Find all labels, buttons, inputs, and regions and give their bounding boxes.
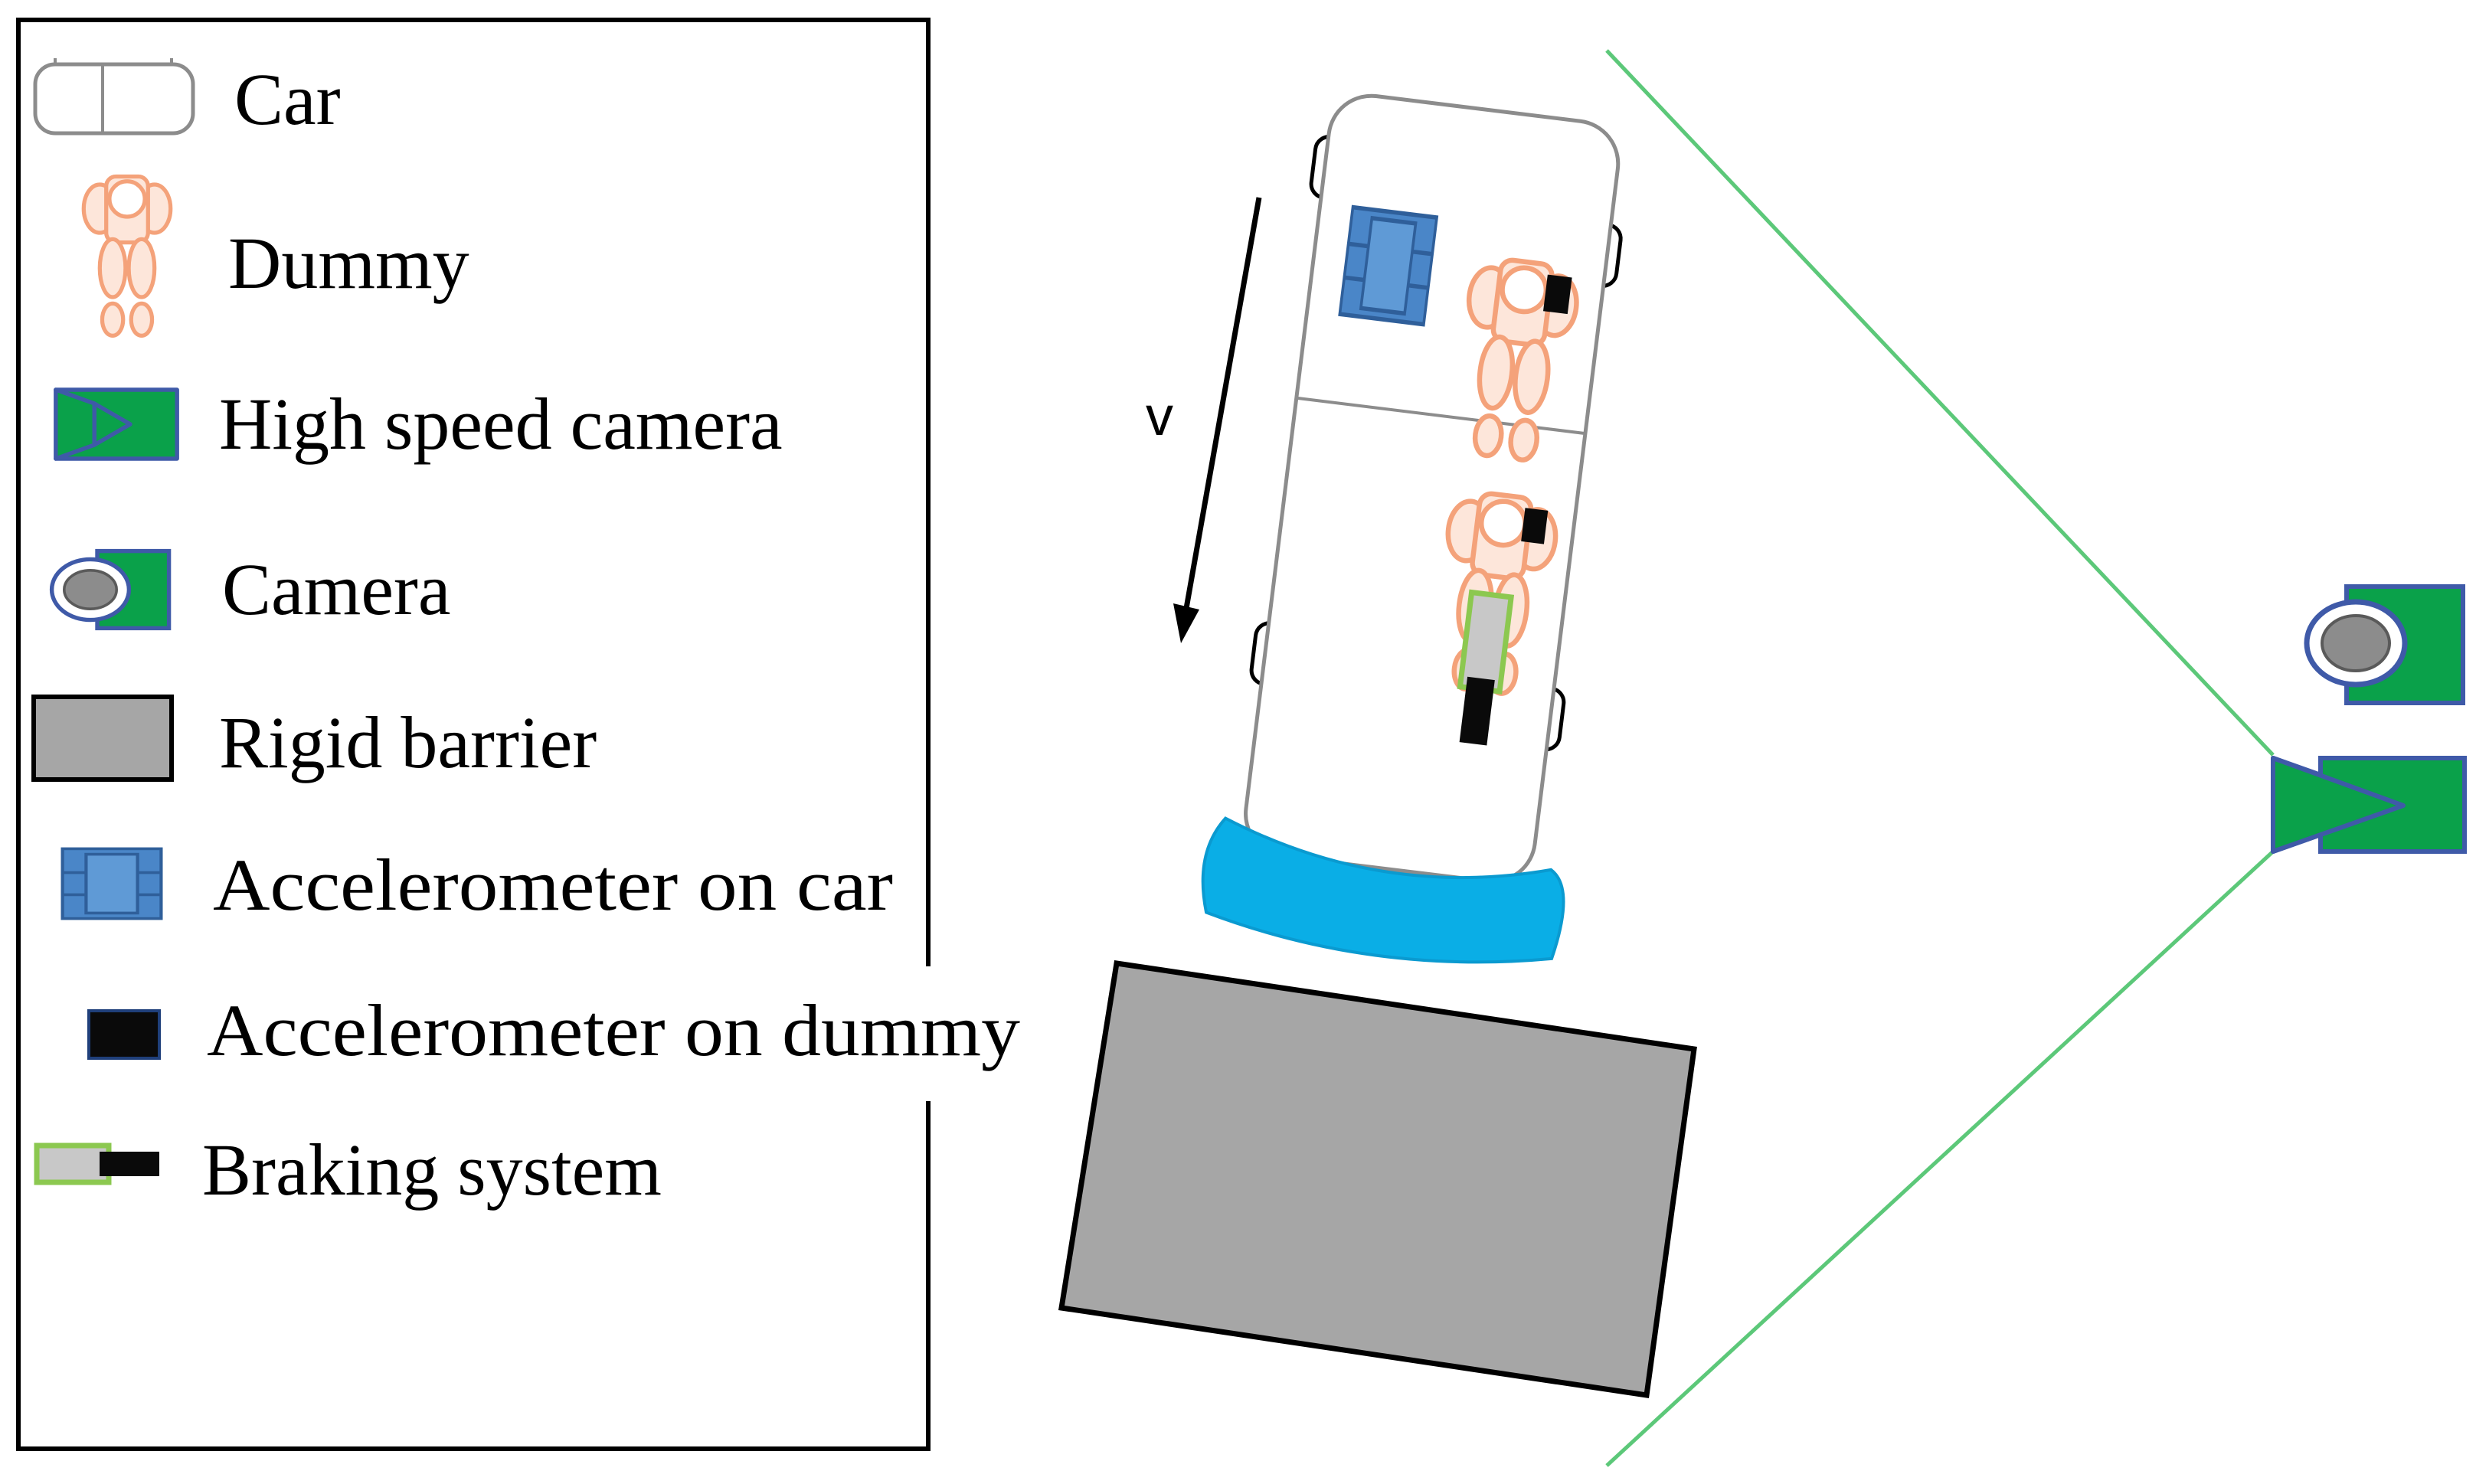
label-backing	[881, 966, 1023, 1101]
dummy-rear	[1429, 489, 1560, 698]
camera-view-lines	[1605, 49, 2275, 1467]
car	[1201, 93, 1623, 964]
camera-icon	[52, 551, 169, 629]
accelerometer-dummy-icon	[87, 1009, 161, 1060]
legend-label-car: Car	[234, 58, 341, 140]
braking-system	[1457, 589, 1515, 746]
rigid-barrier	[1058, 960, 1697, 1398]
velocity-label: v	[1146, 386, 1173, 447]
braking-system-icon	[34, 1142, 159, 1185]
velocity-arrow	[1173, 197, 1262, 643]
accelerometer-car-icon	[63, 848, 162, 918]
accelerometer-on-car	[1339, 208, 1437, 325]
car-body	[1244, 93, 1621, 884]
bumper	[1201, 816, 1565, 964]
legend-label-braking-system: Braking system	[202, 1129, 662, 1211]
dummy-front	[1451, 256, 1581, 465]
legend-label-accelerometer-dummy: Accelerometer on dummy	[207, 989, 1020, 1071]
legend-label-dummy: Dummy	[228, 222, 469, 304]
high-speed-camera	[2271, 756, 2467, 854]
accelerometer-on-dummy	[1521, 508, 1549, 544]
legend-label-accelerometer-car: Accelerometer on car	[213, 844, 893, 926]
accelerometer-on-dummy	[1543, 274, 1572, 315]
car-icon	[33, 58, 195, 136]
camera	[2304, 584, 2465, 705]
legend: Car Dummy High speed camera Camera Rigid…	[16, 18, 1023, 1451]
rigid-barrier-icon	[31, 695, 174, 782]
legend-label-camera: Camera	[222, 548, 451, 630]
scene: v	[1058, 49, 2467, 1467]
legend-label-rigid-barrier: Rigid barrier	[219, 701, 597, 783]
legend-label-high-speed-camera: High speed camera	[219, 383, 783, 465]
high-speed-camera-icon	[56, 390, 177, 459]
